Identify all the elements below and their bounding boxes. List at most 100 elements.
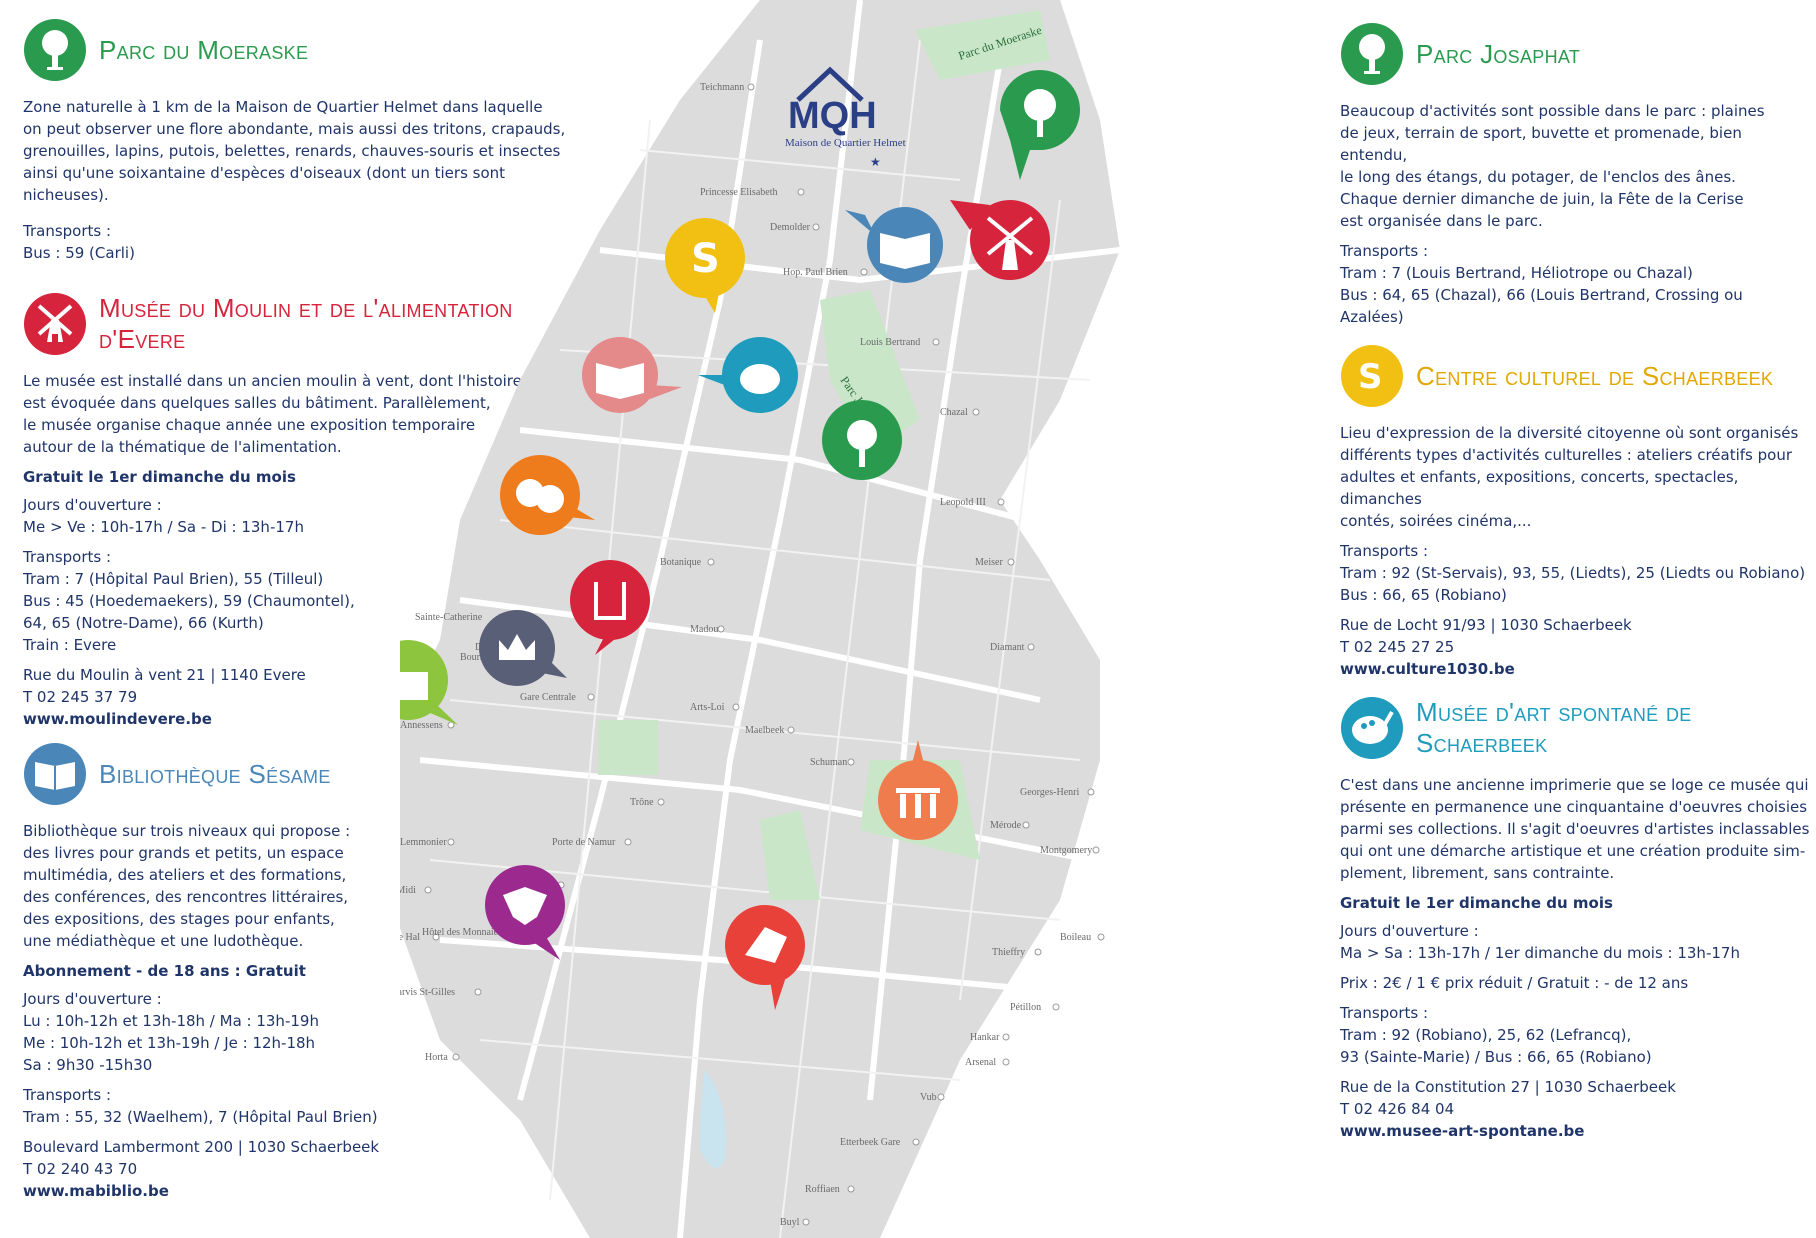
mqh-logo: MQH Maison de Quartier Helmet ★	[785, 66, 906, 169]
book-icon	[24, 743, 86, 805]
hours-label: Jours d'ouverture :	[1340, 922, 1479, 940]
section-title: Parc du Moeraske	[99, 34, 309, 65]
website-link[interactable]: www.culture1030.be	[1340, 660, 1515, 678]
transport-line: Bus : 64, 65 (Chazal), 66 (Louis Bertran…	[1340, 286, 1743, 326]
stop-dot	[972, 408, 980, 416]
section-header: Bibliothèque Sésame	[23, 742, 583, 806]
stop-dot	[707, 558, 715, 566]
stop-label: Madou	[690, 624, 718, 635]
stop-dot	[847, 758, 855, 766]
website-link[interactable]: www.moulindevere.be	[23, 710, 212, 728]
section-josaphat: Parc Josaphat Beaucoup d'activités sont …	[1340, 22, 1810, 328]
poi-sesame-marker[interactable]	[845, 207, 943, 283]
stop-dot	[452, 1053, 460, 1061]
description-line: présente en permanence une cinquantaine …	[1340, 798, 1808, 816]
stop-label: Pétillon	[1010, 1002, 1041, 1013]
description-line: différents types d'activités culturelles…	[1340, 446, 1792, 464]
stop-dot	[657, 798, 665, 806]
section-title: Parc Josaphat	[1416, 38, 1581, 69]
stop-label: Hop. Paul Brien	[783, 267, 848, 278]
website-link[interactable]: www.musee-art-spontane.be	[1340, 1122, 1585, 1140]
description-line: est évoquée dans quelques salles du bâti…	[23, 394, 491, 412]
palette-icon	[1341, 697, 1403, 759]
poi-music-marker[interactable]	[570, 560, 650, 655]
stop-label: Hôtel des Monnaies	[422, 927, 502, 938]
poi-spontane-marker[interactable]	[698, 337, 798, 413]
pond	[700, 1070, 726, 1168]
hours-line: Me > Ve : 10h-17h / Sa - Di : 13h-17h	[23, 518, 304, 536]
stop-label: Porte de Namur	[552, 837, 616, 848]
stop-label: Boileau	[1060, 932, 1091, 943]
section-culturel: S Centre culturel de Schaerbeek Lieu d'e…	[1340, 344, 1810, 680]
price-line: Prix : 2€ / 1 € prix réduit / Gratuit : …	[1340, 974, 1689, 992]
poi-butterfly-marker[interactable]	[485, 865, 565, 960]
poi-royal-marker[interactable]	[479, 610, 567, 686]
stop-label: Montgomery	[1040, 845, 1092, 856]
poi-market-marker[interactable]	[400, 640, 458, 725]
park-area	[760, 810, 820, 900]
stop-dot	[1087, 788, 1095, 796]
hours-line: Me : 10h-12h et 13h-19h / Je : 12h-18h	[23, 1034, 316, 1052]
free-entry-note: Gratuit le 1er dimanche du mois	[23, 468, 296, 486]
stop-dot	[1002, 1058, 1010, 1066]
stop-label: Schuman	[810, 757, 847, 768]
stop-dot	[1092, 846, 1100, 854]
stop-label: Annessens	[400, 720, 443, 731]
description-line: autour de la thématique de l'alimentatio…	[23, 438, 342, 456]
stop-label: Parvis St-Gilles	[400, 987, 455, 998]
description-line: le long des étangs, du potager, de l'enc…	[1340, 168, 1736, 186]
mqh-logo-subtitle: Maison de Quartier Helmet	[785, 137, 906, 149]
description-line: contés, soirées cinéma,...	[1340, 512, 1532, 530]
poi-museum-marker[interactable]	[878, 740, 958, 840]
stop-label: Meiser	[975, 557, 1003, 568]
stop-dot	[587, 693, 595, 701]
phone: T 02 245 37 79	[23, 688, 138, 706]
right-column: Parc Josaphat Beaucoup d'activités sont …	[1340, 0, 1810, 1150]
poi-moeraske-marker[interactable]	[1000, 70, 1080, 180]
section-header: Parc Josaphat	[1340, 22, 1810, 86]
section-moeraske: Parc du Moeraske Zone naturelle à 1 km d…	[23, 18, 583, 264]
tree-icon	[24, 19, 86, 81]
description-line: C'est dans une ancienne imprimerie que s…	[1340, 776, 1809, 794]
stop-dot	[432, 933, 440, 941]
stop-label: Thieffry	[992, 947, 1025, 958]
stop-label: Etterbeek Gare	[840, 1137, 901, 1148]
description-line: parmi ses collections. Il s'agit d'oeuvr…	[1340, 820, 1810, 838]
poi-moulin-marker[interactable]	[950, 200, 1050, 280]
stop-label: Hankar	[970, 1032, 1000, 1043]
svg-text:S: S	[691, 236, 720, 282]
stop-label: Porte de Hal	[400, 932, 420, 943]
stop-dot	[802, 1218, 810, 1226]
transport-line: 93 (Sainte-Marie) / Bus : 66, 65 (Robian…	[1340, 1048, 1652, 1066]
stop-label: Horta	[425, 1052, 448, 1063]
transport-line: Bus : 45 (Hoedemaekers), 59 (Chaumontel)…	[23, 592, 355, 610]
stop-label: Teichmann	[700, 82, 744, 93]
description-line: des livres pour grands et petits, un esp…	[23, 844, 344, 862]
free-entry-note: Gratuit le 1er dimanche du mois	[1340, 894, 1613, 912]
transport-line: Tram : 92 (St-Servais), 93, 55, (Liedts)…	[1340, 564, 1806, 582]
poi-josaphat-marker[interactable]	[822, 400, 902, 480]
description-line: Bibliothèque sur trois niveaux qui propo…	[23, 822, 351, 840]
transport-line: Bus : 59 (Carli)	[23, 244, 135, 262]
poi-hands-marker[interactable]	[725, 905, 805, 1010]
windmill-icon	[24, 293, 86, 355]
description-line: une médiathèque et une ludothèque.	[23, 932, 304, 950]
poi-theatre-marker[interactable]	[500, 455, 595, 535]
neighbourhood-map: Parc du Moeraske Parc Josaphat MQH Maiso…	[400, 0, 1121, 1238]
poi-culturel-marker[interactable]: S	[665, 218, 745, 313]
stop-dot	[717, 625, 725, 633]
transports-label: Transports :	[1340, 542, 1429, 560]
section-title: Centre culturel de Schaerbeek	[1416, 360, 1774, 391]
description-line: le musée organise chaque année une expos…	[23, 416, 476, 434]
section-header: Musée du Moulin et de l'alimentation d'E…	[23, 292, 583, 356]
description-line: Zone naturelle à 1 km de la Maison de Qu…	[23, 98, 543, 116]
stop-label: Trône	[630, 797, 654, 808]
transports-label: Transports :	[23, 1086, 112, 1104]
transport-line: Tram : 7 (Hôpital Paul Brien), 55 (Tille…	[23, 570, 324, 588]
description-line: multimédia, des ateliers et des formatio…	[23, 866, 347, 884]
stop-label: Gare du Midi	[400, 885, 416, 896]
section-sesame: Bibliothèque Sésame Bibliothèque sur tro…	[23, 742, 583, 1202]
website-link[interactable]: www.mabiblio.be	[23, 1182, 169, 1200]
poi-library-marker[interactable]	[582, 337, 682, 413]
address: Rue de Locht 91/93 | 1030 Schaerbeek	[1340, 616, 1632, 634]
